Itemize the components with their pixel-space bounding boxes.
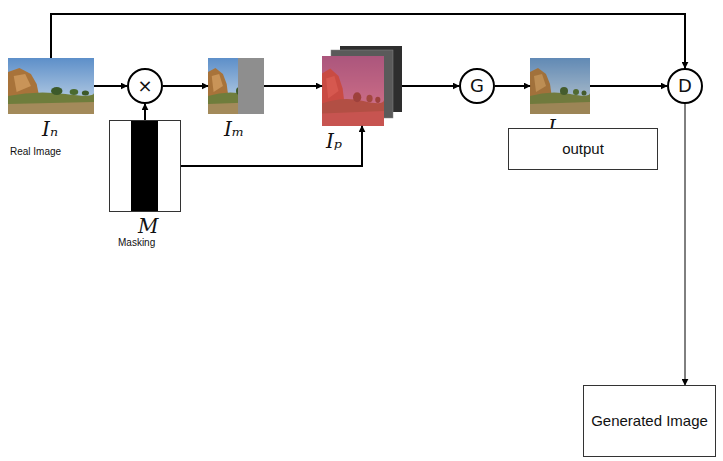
text-holder: G [459,68,495,104]
flow-arrow [590,85,667,87]
circle-outline [460,69,494,103]
image-symbol: Iₚ [326,130,342,152]
mask-ground [109,120,181,212]
flow-arrow [163,85,208,87]
discriminator-circle: D [667,68,703,104]
mask-caption: Masking [118,237,155,248]
text-holder: × [127,68,163,104]
flow-arrow [181,126,362,166]
masked-region [238,58,264,114]
stack-tint [322,56,384,126]
image-caption: Real Image [10,146,61,157]
flow-arrow [402,85,459,87]
mask-band [131,120,158,212]
text-holder: Generated Image [584,386,715,456]
mask-symbol: M [138,215,158,237]
output-label: output [562,141,604,158]
text-holder: D [667,68,703,104]
flow-arrow [495,85,530,87]
mask-box: MMasking [109,120,181,212]
stacked-input-node: Iₚ [322,46,402,126]
output-image [530,58,590,114]
masked-image [208,58,264,114]
circle-outline [128,69,162,103]
flow-arrow [51,14,685,68]
output-box: output [508,128,658,170]
generator-label: G [470,76,484,96]
real-image-node: IₙReal Image [8,58,94,114]
masked-image-node: Iₘ [208,58,264,114]
multiply-circle: × [127,68,163,104]
image-symbol: Iₘ [224,118,244,140]
text-holder: output [509,129,657,169]
generated-image-box: Generated Image [583,385,716,457]
generator-circle: G [459,68,495,104]
real-image [8,58,94,114]
image-symbol: Iₙ [42,118,58,140]
flow-arrow [264,85,322,87]
result-label: Generated Image [591,413,708,430]
circle-outline [668,69,702,103]
flow-arrow [94,85,127,87]
output-tone [530,58,590,114]
operator-symbol: × [137,76,152,96]
flow-arrow [144,104,146,120]
flow-arrow [685,104,686,385]
discriminator-label: D [678,76,692,96]
output-image-node: Iₒ [530,58,590,114]
stack-image [322,56,384,126]
